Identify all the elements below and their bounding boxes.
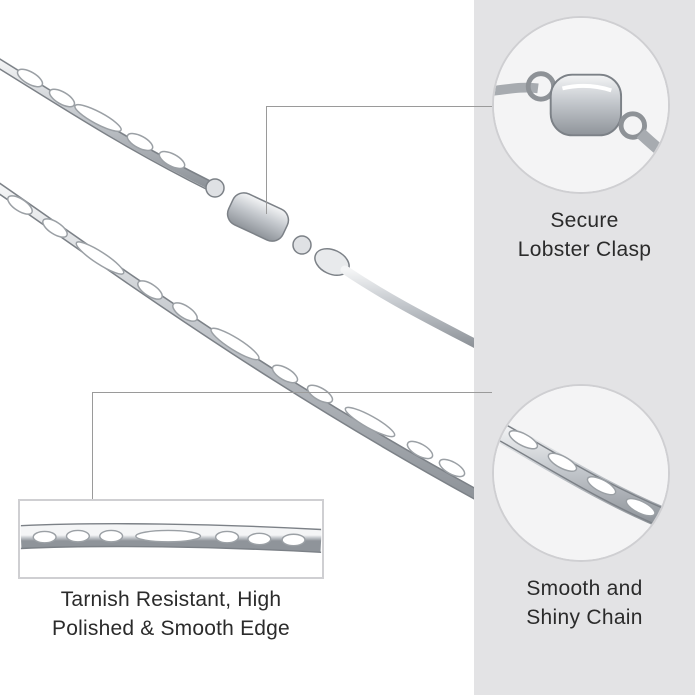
clasp-caption-line1: Secure	[550, 209, 619, 232]
chain-photo	[0, 57, 474, 500]
chain-connector-vertical	[92, 392, 93, 499]
polished-edge-inset	[18, 499, 324, 579]
chain-connector-horizontal	[92, 392, 492, 393]
chain-detail-circle	[492, 384, 670, 562]
curb-chain-icon	[494, 386, 668, 560]
finish-caption-line2: Polished & Smooth Edge	[52, 617, 290, 640]
clasp-connector-horizontal	[266, 106, 492, 107]
clasp-caption: Secure Lobster Clasp	[474, 206, 695, 264]
clasp-connector-vertical	[266, 106, 267, 214]
chain-caption-line1: Smooth and	[526, 577, 643, 600]
figaro-chain-icon	[20, 501, 322, 577]
clasp-detail-circle	[492, 16, 670, 194]
finish-caption: Tarnish Resistant, High Polished & Smoot…	[14, 585, 328, 643]
finish-caption-line1: Tarnish Resistant, High	[60, 588, 282, 611]
chain-caption-line2: Shiny Chain	[526, 606, 643, 629]
clasp-caption-line2: Lobster Clasp	[517, 238, 652, 261]
chain-caption: Smooth and Shiny Chain	[474, 574, 695, 632]
lobster-clasp-icon	[494, 18, 668, 192]
